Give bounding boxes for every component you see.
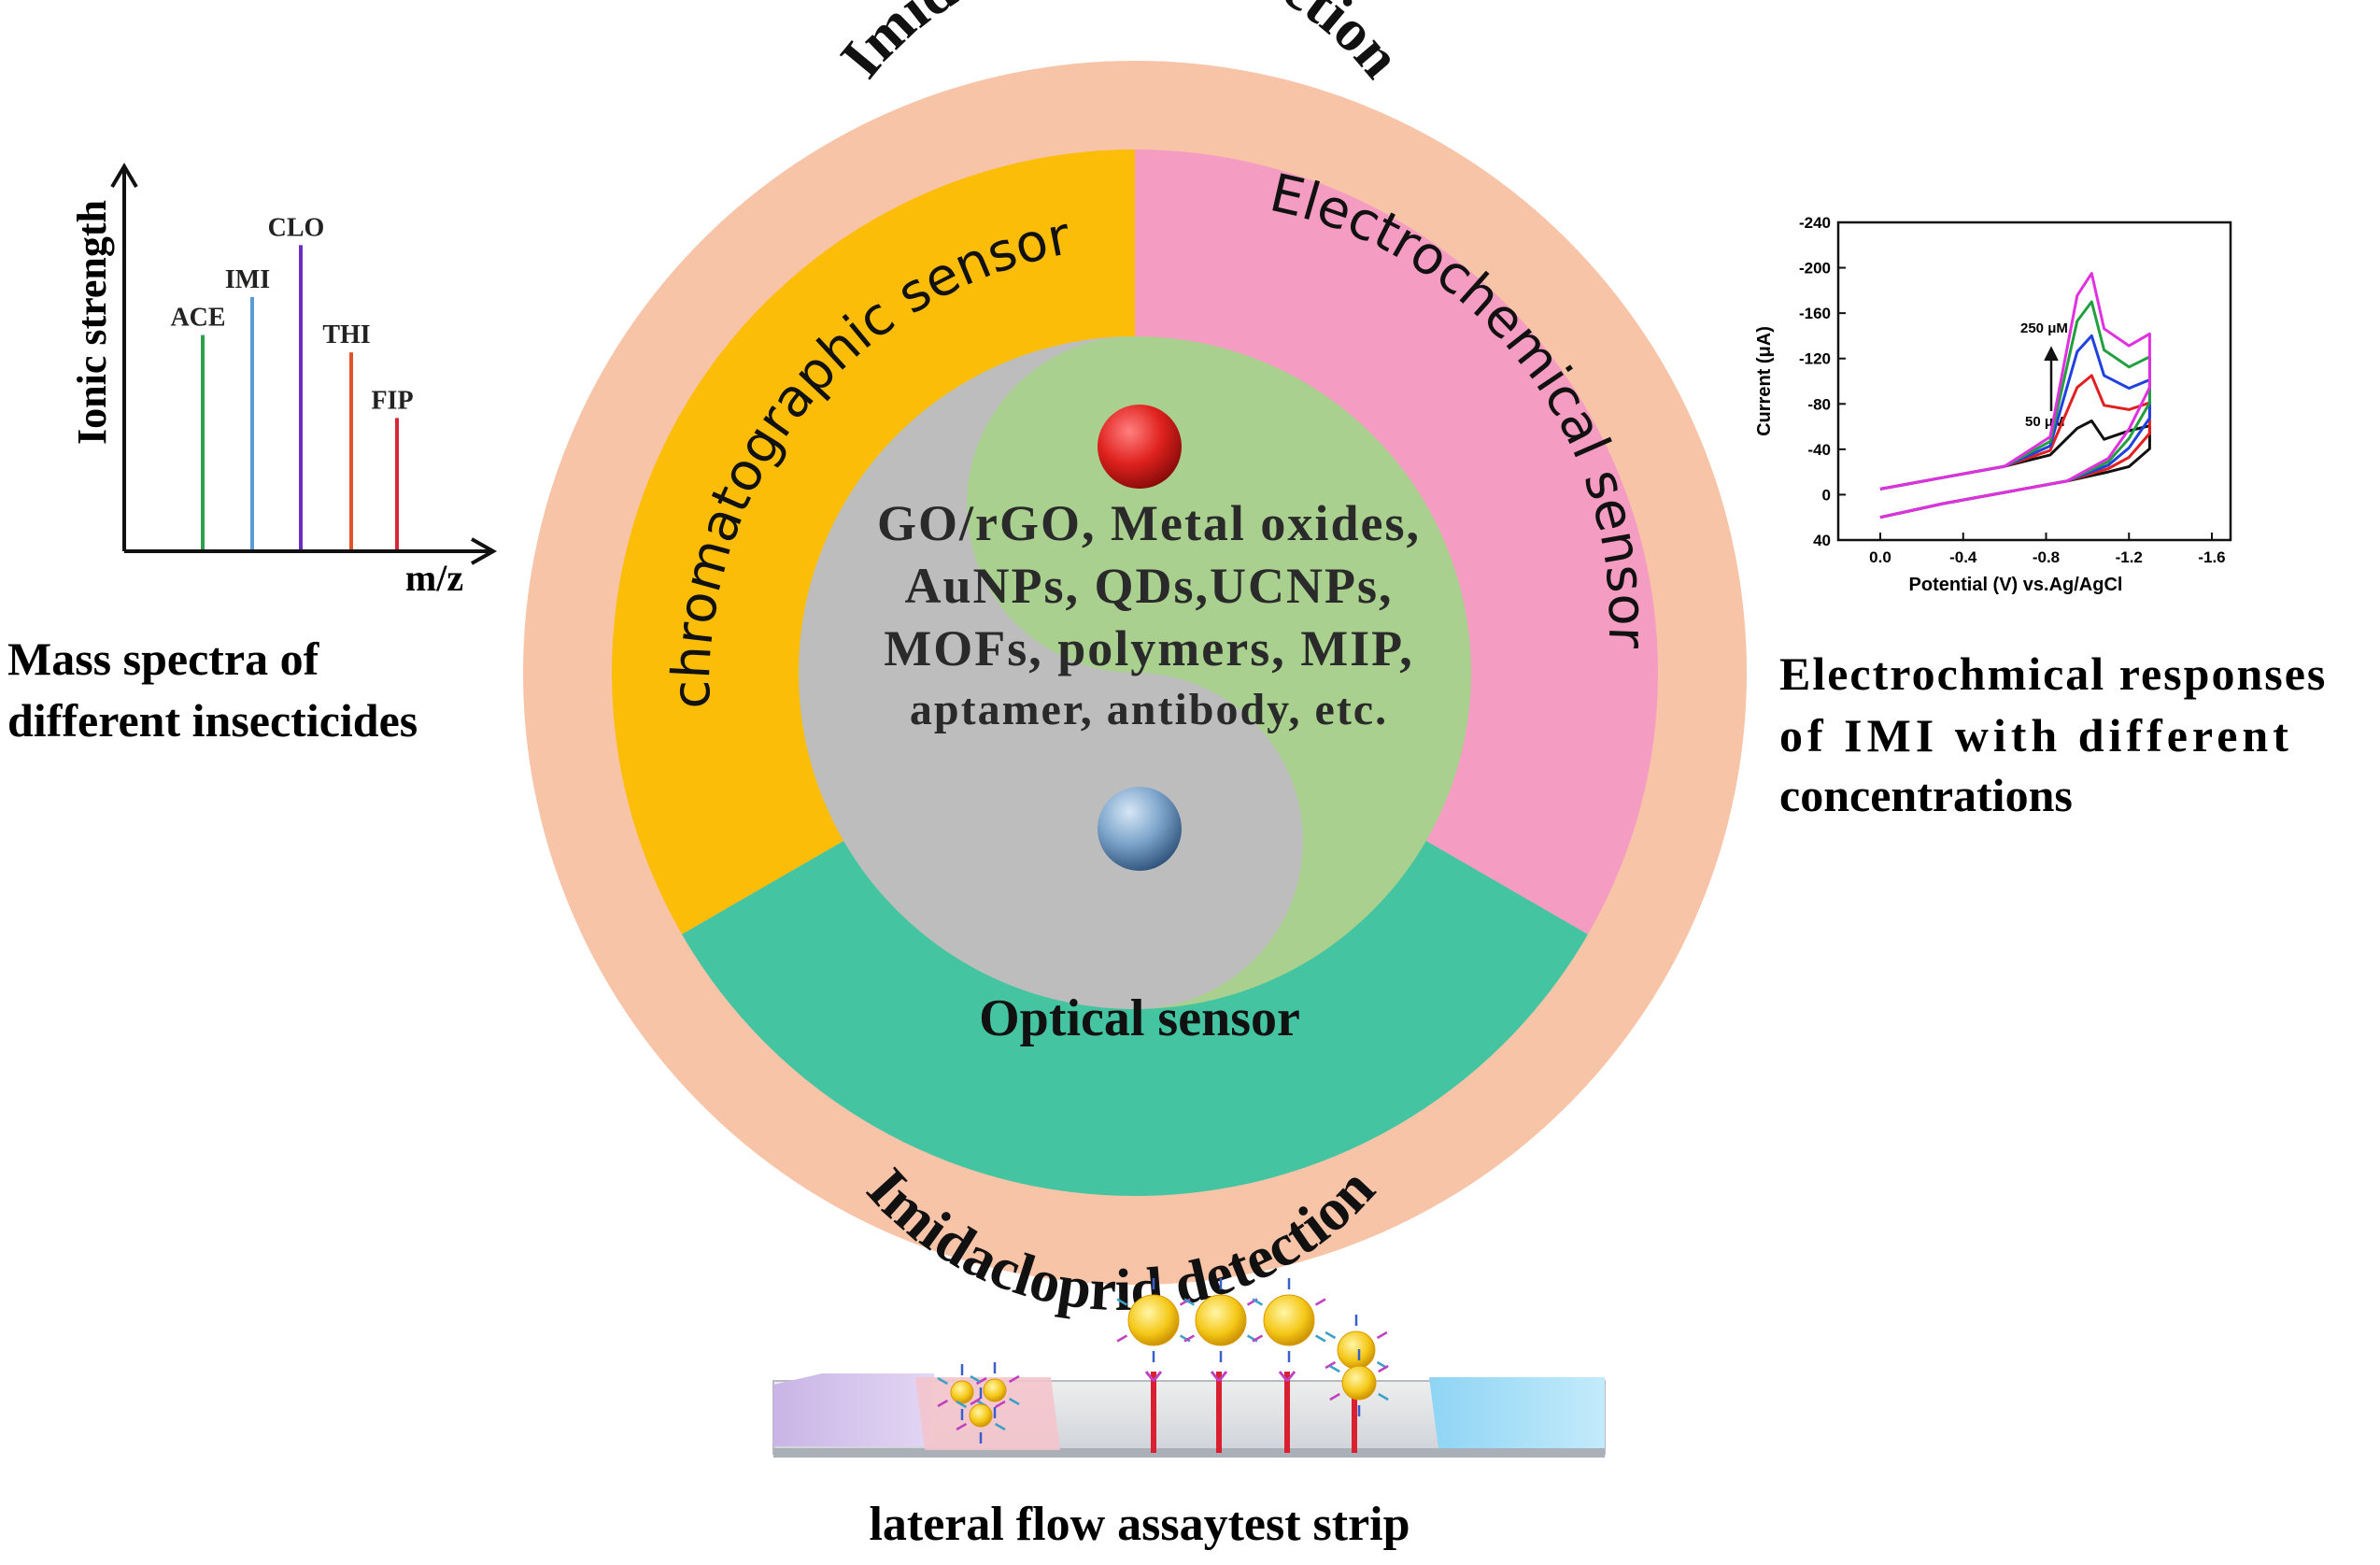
optical-label: Optical sensor <box>979 989 1300 1047</box>
lfa-caption: lateral flow assaytest strip <box>869 1498 1410 1551</box>
ms-peak-label: THI <box>322 320 370 349</box>
sample-pad <box>773 1373 934 1446</box>
cv-xtick-label: -1.2 <box>2116 548 2143 566</box>
ms-peak-label: FIP <box>371 386 413 415</box>
materials-line-2: AuNPs, QDs,UCNPs, <box>904 558 1393 614</box>
materials-line-4: aptamer, antibody, etc. <box>910 685 1388 734</box>
absorbent-pad <box>1429 1377 1605 1448</box>
cv-xtick-label: -0.8 <box>2033 548 2060 566</box>
cv-ytick-label: 0 <box>1822 486 1831 504</box>
gold-nanoparticle <box>983 1378 1007 1402</box>
cv-ytick-label: -80 <box>1807 395 1831 413</box>
cv-ytick-label: 40 <box>1813 532 1831 549</box>
cv-ytick-label: -40 <box>1807 441 1831 459</box>
cv-plot: -240 -200 -160 -120 -80 -40 0 40 0.0 -0.4 -0.8 -1.… <box>1754 214 2232 595</box>
cv-caption-3: concentrations <box>1779 769 2073 821</box>
lateral-flow-strip <box>772 1278 1606 1458</box>
gold-nanoparticle <box>1195 1294 1247 1346</box>
gold-nanoparticle <box>1341 1365 1377 1401</box>
center-materials: GO/rGO, Metal oxides, AuNPs, QDs,UCNPs, … <box>877 495 1421 734</box>
cv-ytick-label: -240 <box>1799 214 1831 232</box>
cv-caption-2: of IMI with different <box>1779 709 2293 761</box>
cv-xtick-label: -1.6 <box>2198 548 2225 566</box>
cv-xlabel: Potential (V) vs.Ag/AgCl <box>1909 575 2123 595</box>
ms-peak-label: IMI <box>225 265 270 294</box>
gold-nanoparticle <box>1337 1330 1376 1370</box>
cv-xtick-label: 0.0 <box>1869 548 1891 566</box>
blue-sphere <box>1098 787 1182 871</box>
ms-peak-label: ACE <box>170 304 225 333</box>
cv-ytick-label: -120 <box>1799 350 1831 368</box>
cv-annotation-high: 250 μM <box>2020 320 2068 336</box>
cv-ylabel: Current (μA) <box>1754 326 1775 436</box>
materials-line-1: GO/rGO, Metal oxides, <box>877 495 1421 551</box>
ms-peak-label: CLO <box>268 213 325 242</box>
cv-caption-1: Electrochmical responses <box>1779 647 2327 700</box>
gold-nanoparticle <box>1263 1294 1315 1346</box>
red-sphere <box>1098 405 1182 489</box>
ms-caption-1: Mass spectra of <box>7 633 320 685</box>
materials-line-3: MOFs, polymers, MIP, <box>884 620 1413 676</box>
gold-nanoparticle <box>969 1403 993 1428</box>
cv-xtick-label: -0.4 <box>1949 548 1977 566</box>
cv-curve <box>1879 272 2151 519</box>
gold-nanoparticle <box>950 1380 974 1404</box>
gold-nanoparticle <box>1127 1294 1180 1346</box>
cv-ytick-label: -200 <box>1799 260 1831 277</box>
ms-ylabel: Ionic strength <box>69 200 115 445</box>
ms-xlabel: m/z <box>405 557 463 599</box>
cv-ytick-label: -160 <box>1799 305 1831 322</box>
ms-caption-2: different insecticides <box>7 694 418 747</box>
